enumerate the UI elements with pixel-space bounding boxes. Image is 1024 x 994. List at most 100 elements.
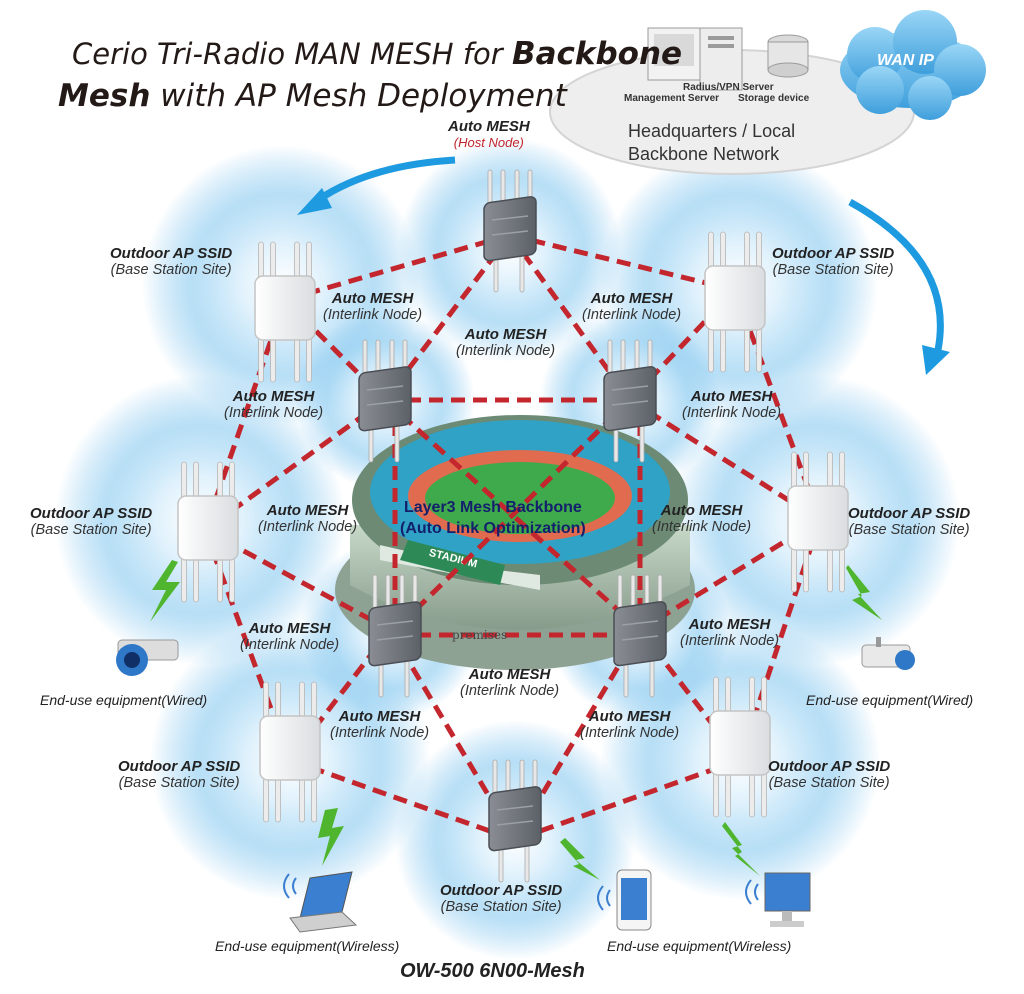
- title-part-b: Backbone: [511, 36, 683, 72]
- outdoor-ap-device: [709, 676, 771, 818]
- mesh-node-device: [483, 169, 537, 293]
- ip-camera-icon: [116, 639, 179, 676]
- backbone-label: Layer3 Mesh Backbone (Auto Link Optimiza…: [400, 497, 586, 539]
- interlink-role: (Interlink Node): [456, 343, 556, 359]
- backbone-line1: Layer3 Mesh Backbone: [403, 499, 582, 516]
- interlink-role: (Interlink Node): [680, 633, 780, 649]
- end-use-wired-label: End-use equipment(Wired): [40, 692, 208, 708]
- interlink-title: Auto MESH: [690, 388, 773, 405]
- interlink-role: (Interlink Node): [240, 637, 340, 653]
- storage-device-label: Storage device: [738, 93, 810, 104]
- interlink-label: Auto MESH(Interlink Node): [460, 666, 559, 699]
- interlink-title: Auto MESH: [660, 502, 743, 519]
- diagram-title-line2: Mesh with AP Mesh Deployment: [58, 78, 567, 114]
- interlink-role: (Interlink Node): [460, 683, 560, 699]
- interlink-title: Auto MESH: [232, 388, 315, 405]
- title-part-a: Cerio Tri-Radio MAN MESH for: [72, 37, 512, 71]
- hq-line2: Backbone Network: [628, 144, 780, 164]
- title-part-d: with AP Mesh Deployment: [150, 78, 567, 114]
- host-node-title: Auto MESH: [448, 118, 530, 135]
- management-server-label: Management Server: [624, 93, 720, 104]
- interlink-role: (Interlink Node): [682, 405, 782, 421]
- link-arrow-right: [848, 198, 944, 351]
- end-use-wired-label: End-use equipment(Wired): [806, 692, 974, 708]
- link-arrow-left: [316, 156, 456, 203]
- wan-ip-label: WAN IP: [877, 52, 934, 69]
- outdoor-ap-label: Outdoor AP SSID(Base Station Site): [118, 758, 240, 791]
- outdoor-ap-role: (Base Station Site): [848, 522, 970, 538]
- interlink-label: Auto MESH(Interlink Node): [240, 620, 339, 653]
- interlink-label: Auto MESH(Interlink Node): [224, 388, 323, 421]
- interlink-title: Auto MESH: [588, 708, 671, 725]
- interlink-role: (Interlink Node): [582, 307, 682, 323]
- server-icons: [647, 27, 809, 91]
- outdoor-ap-label: Outdoor AP SSID(Base Station Site): [110, 245, 232, 278]
- outdoor-ap-role: (Base Station Site): [30, 522, 152, 538]
- outdoor-ap-label: Outdoor AP SSID(Base Station Site): [848, 505, 970, 538]
- host-node-role: (Host Node): [453, 135, 524, 150]
- outdoor-ap-title: Outdoor AP SSID: [848, 505, 971, 522]
- outdoor-ap-title: Outdoor AP SSID: [440, 882, 563, 899]
- interlink-label: Auto MESH(Interlink Node): [323, 290, 422, 323]
- interlink-title: Auto MESH: [331, 290, 414, 307]
- outdoor-ap-role: (Base Station Site): [768, 775, 890, 791]
- outdoor-ap-title: Outdoor AP SSID: [768, 758, 891, 775]
- outdoor-ap-role: (Base Station Site): [440, 899, 562, 915]
- wifi-waves: [283, 873, 759, 911]
- interlink-title: Auto MESH: [464, 326, 547, 343]
- link-arrow-left-head: [297, 188, 332, 215]
- interlink-label: Auto MESH(Interlink Node): [682, 388, 781, 421]
- mesh-node-device: [368, 574, 422, 698]
- outdoor-ap-title: Outdoor AP SSID: [772, 245, 895, 262]
- outdoor-ap-role: (Base Station Site): [110, 262, 232, 278]
- end-use-wireless-label: End-use equipment(Wireless): [215, 938, 400, 954]
- hq-line1: Headquarters / Local: [628, 121, 796, 141]
- interlink-role: (Interlink Node): [580, 725, 680, 741]
- link-arrow-right-head: [922, 345, 950, 375]
- interlink-role: (Interlink Node): [330, 725, 430, 741]
- premises-label: premises: [452, 628, 508, 642]
- outdoor-ap-role: (Base Station Site): [118, 775, 240, 791]
- interlink-role: (Interlink Node): [258, 519, 358, 535]
- outdoor-ap-title: Outdoor AP SSID: [110, 245, 233, 262]
- interlink-label: Auto MESH(Interlink Node): [680, 616, 779, 649]
- mesh-node-device: [613, 574, 667, 698]
- outdoor-ap-title: Outdoor AP SSID: [30, 505, 153, 522]
- mesh-nodes: [358, 169, 667, 883]
- end-use-wireless-label: End-use equipment(Wireless): [607, 938, 792, 954]
- outdoor-ap-role: (Base Station Site): [772, 262, 894, 278]
- diagram-title-line1: Cerio Tri-Radio MAN MESH for Backbone: [72, 36, 682, 72]
- interlink-label: Auto MESH(Interlink Node): [582, 290, 681, 323]
- title-part-c: Mesh: [58, 78, 151, 114]
- mesh-node-device: [603, 339, 657, 463]
- outdoor-ap-label: Outdoor AP SSID(Base Station Site): [772, 245, 894, 278]
- mesh-node-device: [488, 759, 542, 883]
- outdoor-ap-label: Outdoor AP SSID(Base Station Site): [440, 882, 562, 915]
- outdoor-ap-device: [787, 451, 849, 593]
- outdoor-ap-label: Outdoor AP SSID(Base Station Site): [768, 758, 890, 791]
- smartphone-icon: [616, 869, 652, 931]
- ap-nodes: [177, 231, 849, 823]
- interlink-title: Auto MESH: [266, 502, 349, 519]
- outdoor-ap-title: Outdoor AP SSID: [118, 758, 241, 775]
- interlink-role: (Interlink Node): [652, 519, 752, 535]
- interlink-title: Auto MESH: [688, 616, 771, 633]
- outdoor-ap-label: Outdoor AP SSID(Base Station Site): [30, 505, 152, 538]
- outdoor-ap-device: [177, 461, 239, 603]
- wan-cloud: [840, 10, 986, 120]
- model-label: OW-500 6N00-Mesh: [400, 960, 585, 982]
- interlink-role: (Interlink Node): [224, 405, 324, 421]
- wireless-bolts: [150, 560, 882, 880]
- outdoor-ap-device: [254, 241, 316, 383]
- interlink-label: Auto MESH(Interlink Node): [330, 708, 429, 741]
- interlink-role: (Interlink Node): [323, 307, 423, 323]
- laptop-icon: [289, 871, 358, 933]
- interlink-title: Auto MESH: [590, 290, 673, 307]
- host-node-label: Auto MESH (Host Node): [448, 118, 530, 150]
- outdoor-ap-device: [259, 681, 321, 823]
- interlink-label: Auto MESH(Interlink Node): [456, 326, 555, 359]
- mesh-node-device: [358, 339, 412, 463]
- interlink-title: Auto MESH: [248, 620, 331, 637]
